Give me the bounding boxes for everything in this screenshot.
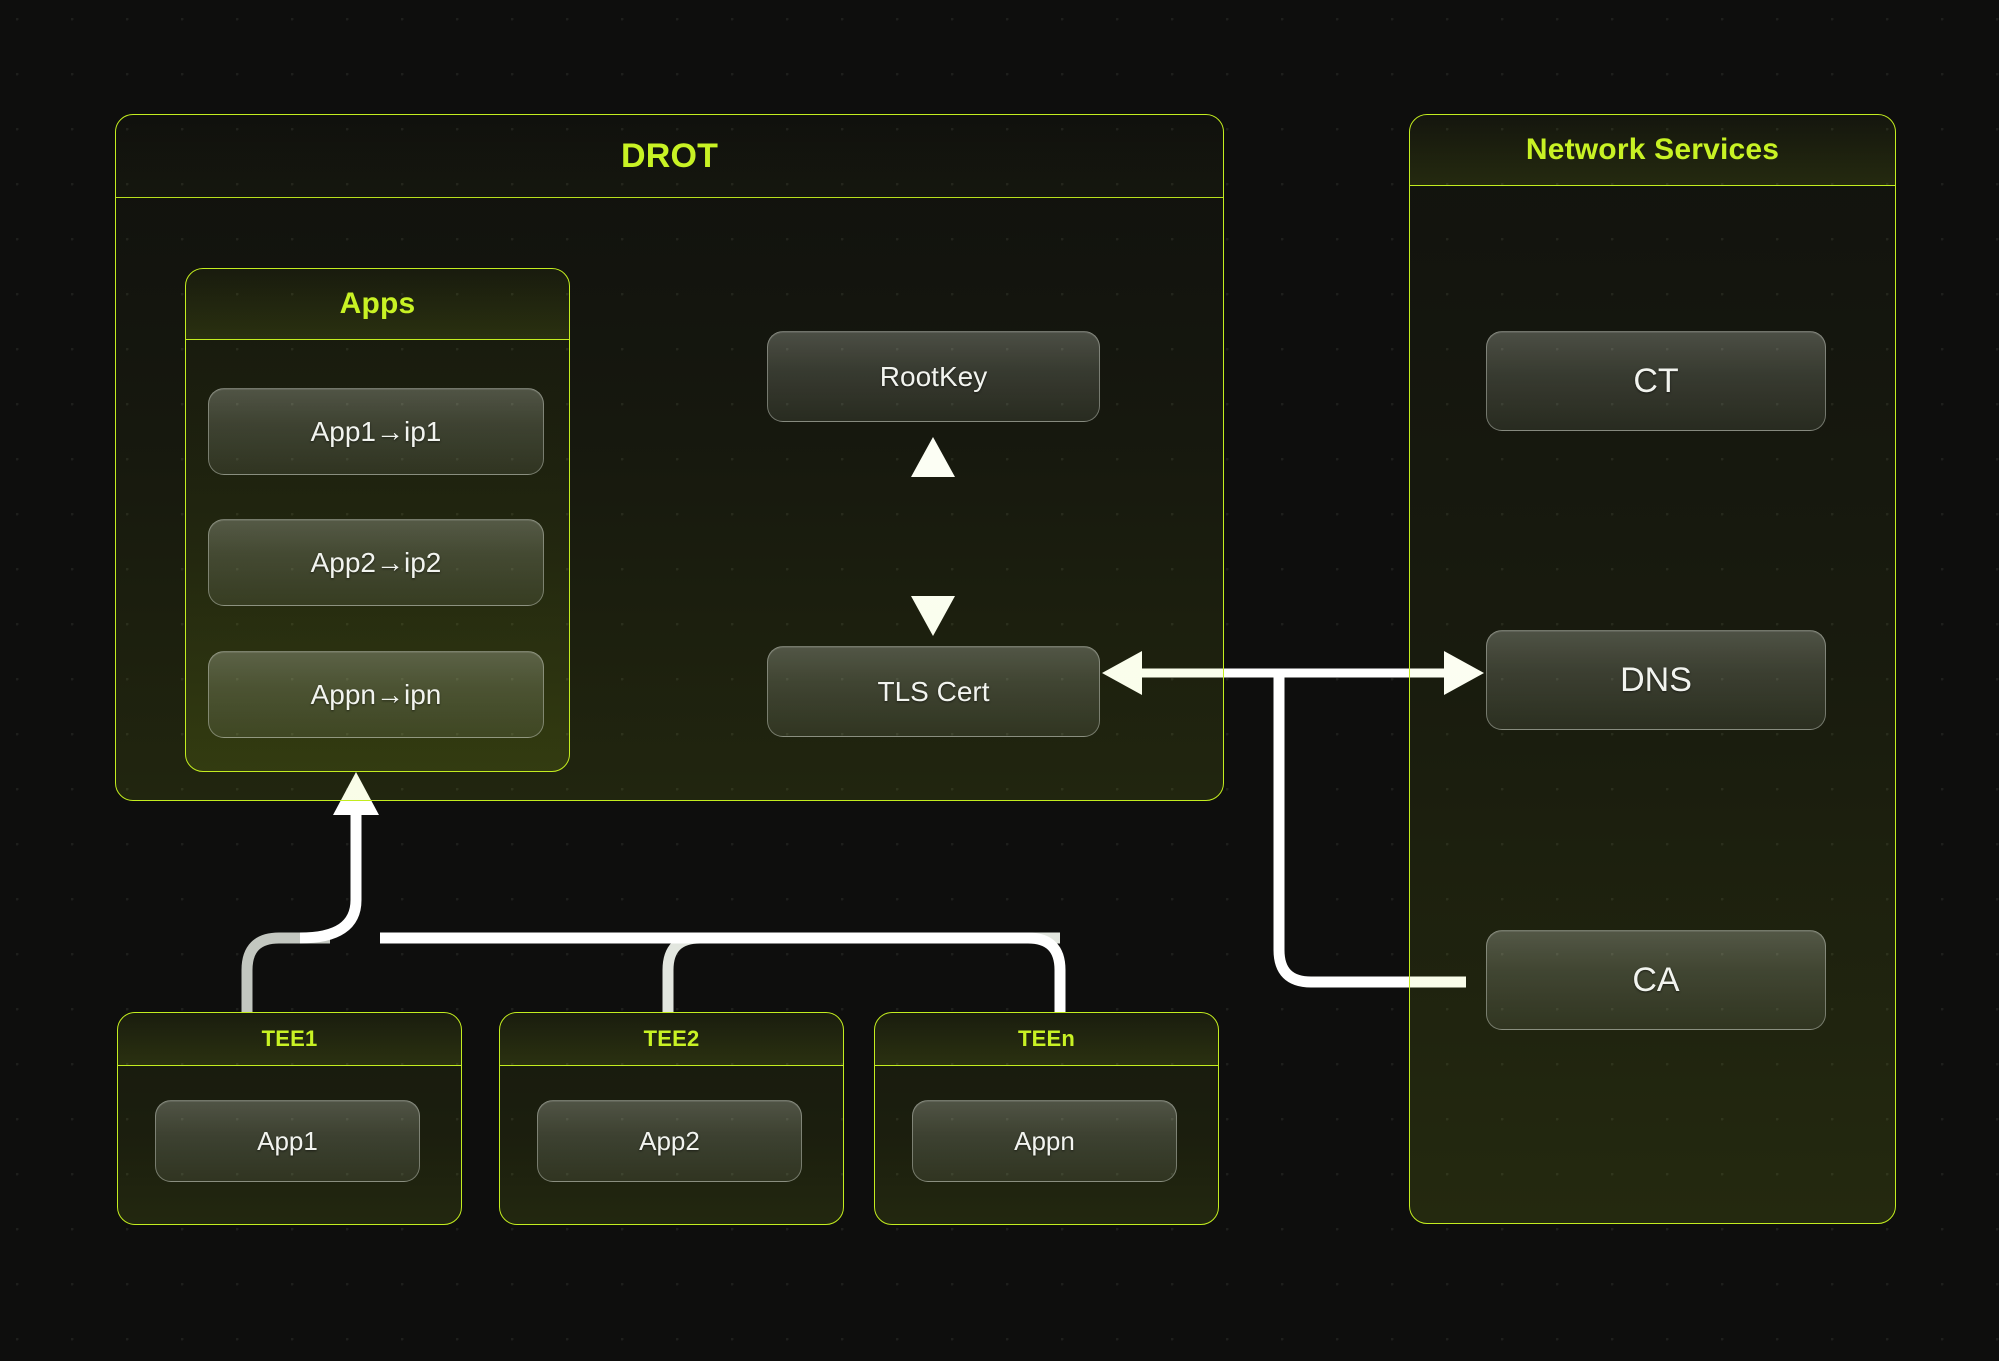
wire-tees-to-apps (241, 772, 1066, 1012)
tee2-app-node[interactable]: App2 (537, 1100, 802, 1182)
tee1-app-node[interactable]: App1 (155, 1100, 420, 1182)
network-services-panel: Network Services (1409, 114, 1896, 1224)
ca-label: CA (1632, 960, 1680, 999)
app-mapping-n[interactable]: Appn→ipn (208, 651, 544, 738)
tee2-title: TEE2 (500, 1013, 843, 1066)
app-mapping-2-label: App2→ip2 (310, 546, 442, 578)
tee1-app-label: App1 (257, 1125, 318, 1156)
tee2-app-label: App2 (639, 1125, 700, 1156)
teen-app-label: Appn (1014, 1125, 1075, 1156)
tls-cert-label: TLS Cert (877, 675, 990, 707)
drot-panel-title: DROT (116, 115, 1223, 198)
ct-label: CT (1633, 361, 1679, 400)
ca-node[interactable]: CA (1486, 930, 1826, 1030)
tee2-panel: TEE2 (499, 1012, 844, 1225)
dns-label: DNS (1620, 660, 1692, 699)
teen-app-node[interactable]: Appn (912, 1100, 1177, 1182)
teen-title: TEEn (875, 1013, 1218, 1066)
ct-node[interactable]: CT (1486, 331, 1826, 431)
drot-panel: DROT (115, 114, 1224, 801)
app-mapping-2[interactable]: App2→ip2 (208, 519, 544, 606)
rootkey-label: RootKey (879, 360, 988, 392)
app-mapping-1-label: App1→ip1 (310, 415, 442, 447)
dns-node[interactable]: DNS (1486, 630, 1826, 730)
teen-panel: TEEn (874, 1012, 1219, 1225)
app-mapping-n-label: Appn→ipn (310, 678, 442, 710)
app-mapping-1[interactable]: App1→ip1 (208, 388, 544, 475)
network-services-title: Network Services (1410, 115, 1895, 186)
tee1-panel: TEE1 (117, 1012, 462, 1225)
apps-group-title: Apps (186, 269, 569, 340)
rootkey-node[interactable]: RootKey (767, 331, 1100, 422)
tls-cert-node[interactable]: TLS Cert (767, 646, 1100, 737)
apps-group: Apps (185, 268, 570, 772)
tee1-title: TEE1 (118, 1013, 461, 1066)
